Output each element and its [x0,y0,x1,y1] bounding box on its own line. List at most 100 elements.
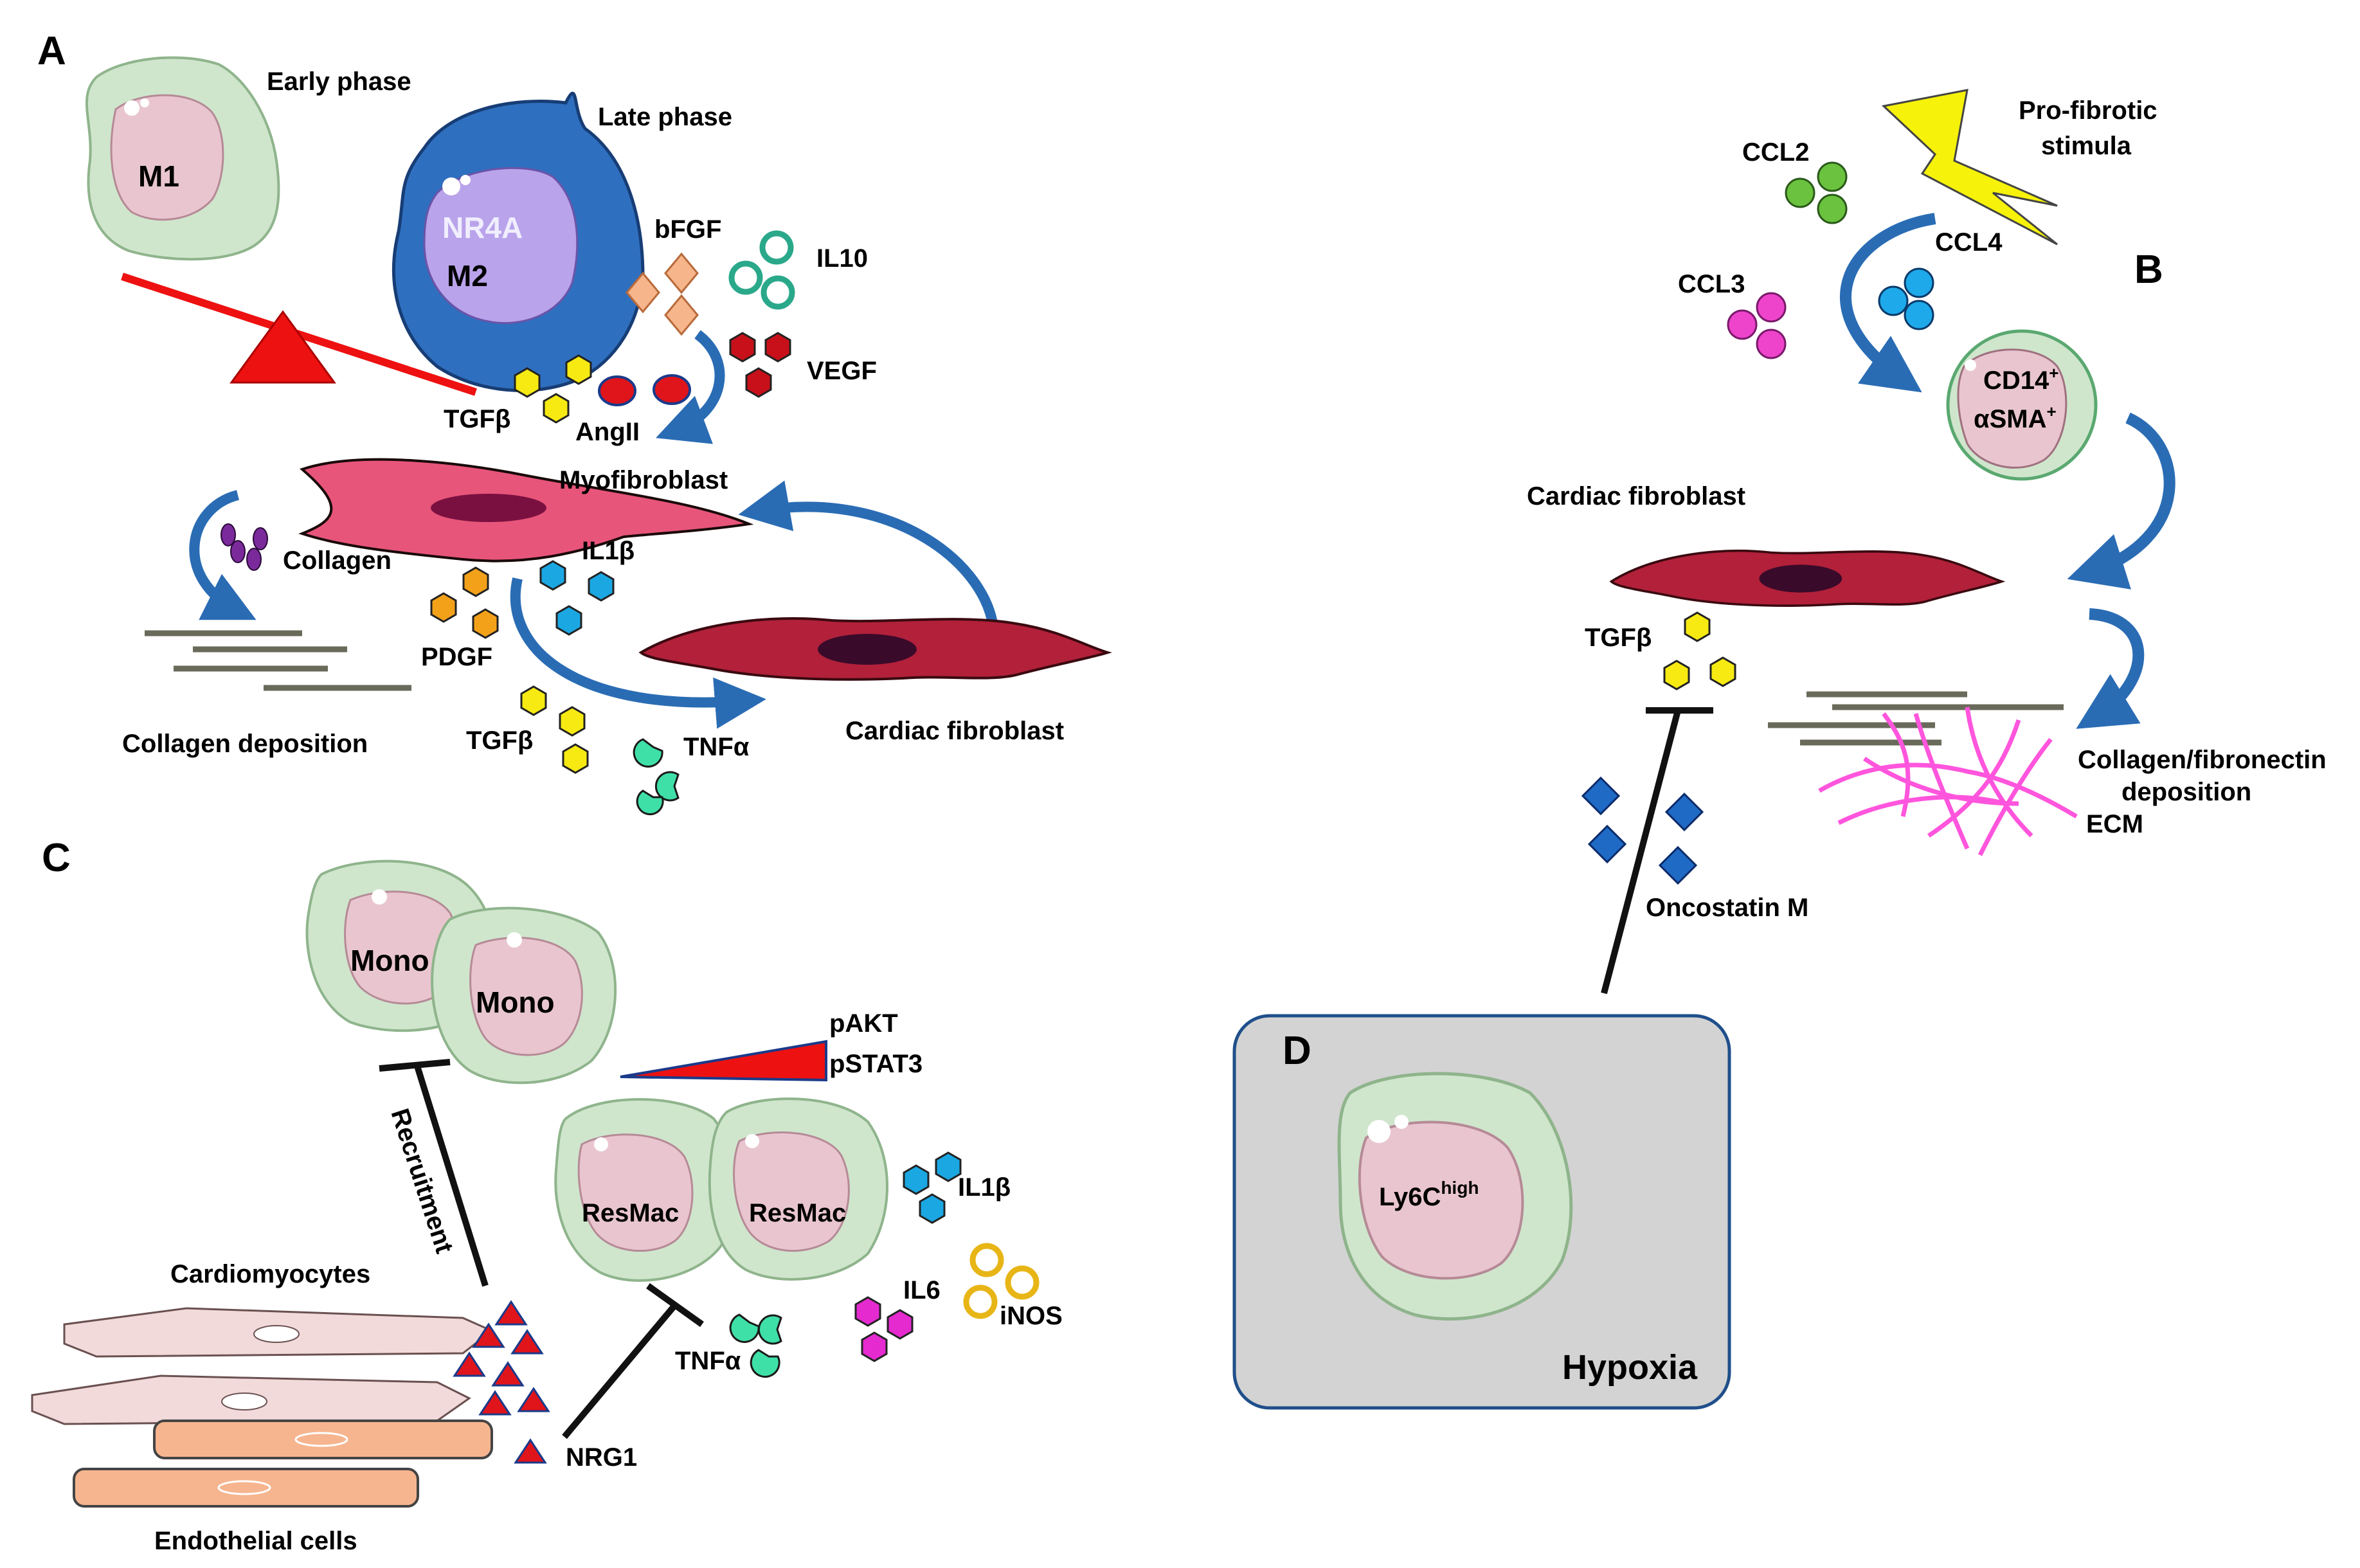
ccl4-label: CCL4 [1935,228,2003,257]
cd14-label: CD14 [1983,366,2049,395]
vegf-label: VEGF [807,357,877,385]
deposition-line1: Collagen/fibronectin [2078,746,2327,774]
ly6c-label: Ly6C [1379,1183,1441,1211]
recruitment-inhibition [379,1059,489,1287]
panel-d: D Ly6Chigh Hypoxia [1232,1014,1731,1410]
tnfa-label-a: TNFα [683,733,750,761]
collagen-deposition-arrow [189,490,257,620]
inos-label: iNOS [1000,1302,1063,1330]
tgfb-b-hexagons [1663,611,1736,690]
early-phase-label: Early phase [267,68,411,96]
mono2-label: Mono [476,986,555,1019]
myofibroblast-cell [298,458,754,563]
collagen-fibers [145,630,411,691]
myofibroblast-label: Myofibroblast [559,466,728,494]
angii-label: AngII [575,418,640,446]
recruitment-label: Recruitment [385,1105,458,1257]
panel-d-letter: D [1283,1029,1311,1073]
fibroblast-activation-arrow [510,577,766,729]
vegf-hexagons [729,332,791,398]
panel-c: C Mono Mono Recruitment pAKT pSTAT3 [31,836,1063,1555]
m2-label: M2 [447,259,488,293]
tnfa-label-c: TNFα [675,1347,741,1375]
panel-c-letter: C [42,836,71,880]
cardiac-fibroblast-a-label: Cardiac fibroblast [845,717,1064,745]
il6-hexagons [854,1296,914,1362]
resmac2-label: ResMac [749,1199,846,1227]
hypoxia-label: Hypoxia [1562,1348,1698,1387]
m2-macrophage: NR4A M2 [392,91,645,392]
ecm-label: ECM [2086,810,2143,838]
oncostatin-inhibition [1601,707,1713,995]
ccl-recruitment-arrow [1840,213,1936,393]
tgfb-top-label: TGFβ [444,405,510,433]
nrg1-inhibition [562,1283,704,1439]
ecm-network [1818,707,2078,856]
seesaw [121,273,477,396]
ccl3-label: CCL3 [1678,270,1745,298]
m1-macrophage: M1 [85,56,280,261]
panel-a: A M1 Early phase NR4A M2 Late phase [37,29,1108,816]
nr4a-label: NR4A [442,211,523,244]
mono-cell-2: Mono [431,906,617,1085]
collagen-fibers-b [1768,691,2064,746]
pakt-pstat3-wedge [620,1040,827,1082]
pstat3-label: pSTAT3 [829,1050,923,1078]
asma-sup: + [2046,402,2056,421]
ly6c-sup: high [1441,1178,1479,1198]
cd14-sup: + [2049,363,2058,383]
panel-b: B Pro-fibrotic stimula CCL2 CCL4 CCL3 [1527,89,2327,995]
collagen-label: Collagen [283,546,392,575]
il1b-hexagons-a [539,560,615,636]
tgfb-b-label: TGFβ [1585,624,1652,652]
tgfb-bottom-label: TGFβ [466,726,533,755]
nrg1-triangles [453,1300,550,1464]
cd14-asma-cell: CD14+ αSMA+ [1946,329,2098,481]
endothelial-cells [73,1419,493,1508]
angii-blobs [598,374,691,406]
nrg1-label: NRG1 [566,1443,637,1472]
cardiomyocytes-label: Cardiomyocytes [170,1260,370,1288]
il1b-label-a: IL1β [582,537,635,565]
il10-label: IL10 [816,244,868,273]
cardiac-fibroblast-b-label: Cardiac fibroblast [1527,482,1745,510]
resmac1-label: ResMac [582,1199,679,1227]
cd14-to-fibroblast-arrow [2067,412,2175,590]
il6-label: IL6 [903,1276,941,1304]
collagen-molecules [221,523,268,571]
resmac-cell-2: ResMac [708,1097,888,1281]
ccl2-circles [1785,161,1848,224]
late-phase-label: Late phase [598,103,732,131]
stimula-line2: stimula [2041,132,2132,160]
asma-label: αSMA [1974,405,2046,433]
endothelial-label: Endothelial cells [154,1527,357,1555]
ccl3-circles [1727,292,1787,359]
m2-to-myofibroblast-arrow [656,330,725,444]
resmac-cell-1: ResMac [554,1098,738,1282]
pdgf-label: PDGF [421,643,492,671]
stimula-line1: Pro-fibrotic [2019,96,2157,125]
il1b-hexagons-c [903,1151,962,1224]
pakt-label: pAKT [829,1009,898,1038]
cardiomyocytes [31,1307,494,1425]
panel-a-letter: A [37,29,66,73]
tnfa-a-shapes [633,738,680,816]
m1-label: M1 [138,159,179,193]
fibroblast-to-myofibroblast-arrow [738,480,998,628]
svg-text:Ly6Chigh: Ly6Chigh [1379,1178,1479,1211]
svg-text:αSMA+: αSMA+ [1974,402,2057,433]
cardiac-fibroblast-b [1610,549,2003,608]
fibroblast-to-deposition-arrow [2076,608,2145,729]
deposition-line2: deposition [2121,778,2251,806]
mono1-label: Mono [350,944,429,977]
ccl4-circles [1878,267,1934,330]
ly6c-monocyte: Ly6Chigh [1337,1072,1573,1321]
svg-text:CD14+: CD14+ [1983,363,2058,395]
ccl2-label: CCL2 [1742,138,1809,167]
cardiac-fibroblast-a [641,618,1108,680]
pdgf-hexagons [430,566,499,639]
oncostatin-label: Oncostatin M [1646,894,1808,922]
oncostatin-diamonds [1581,776,1704,885]
il1b-label-c: IL1β [958,1173,1011,1202]
